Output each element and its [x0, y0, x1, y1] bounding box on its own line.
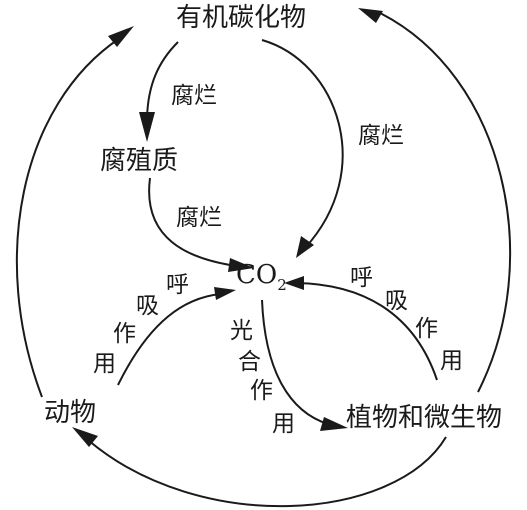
arrowhead-co2-from-plants	[284, 276, 304, 290]
arrow-co2-to-plants	[261, 299, 329, 425]
node-animals: 动物	[44, 398, 96, 428]
arrow-plants-to-co2	[295, 282, 438, 381]
svg-text:作: 作	[113, 321, 136, 347]
node-plants-microbes: 植物和微生物	[346, 403, 502, 433]
svg-text:合: 合	[238, 349, 261, 375]
arrowhead-co2-from-animals	[214, 287, 236, 300]
label-respiration-animals: 呼 吸 作 用	[93, 272, 189, 377]
arrowhead-co2-from-humus	[228, 258, 254, 272]
label-decay-humus-co2: 腐烂	[176, 205, 222, 231]
arrow-animals-to-co2	[117, 293, 221, 386]
label-photosynthesis: 光 合 作 用	[230, 318, 295, 437]
label-decay-organic-co2: 腐烂	[358, 123, 404, 149]
co2-subscript: 2	[277, 276, 287, 294]
arrow-plants-to-animals	[87, 436, 447, 507]
svg-text:作: 作	[415, 316, 438, 342]
arrow-humus-to-co2	[148, 177, 231, 266]
svg-text:用: 用	[272, 411, 295, 437]
arrowhead-organic-left	[108, 26, 134, 47]
co2-main: CO	[236, 260, 277, 290]
arrow-plants-to-organic	[377, 11, 512, 393]
label-decay-organic-humus: 腐烂	[171, 83, 217, 109]
arrowhead-plants-from-co2	[320, 417, 348, 431]
arrowhead-humus	[139, 112, 155, 142]
svg-text:用: 用	[440, 348, 463, 374]
arrow-organic-to-co2	[261, 39, 344, 249]
node-humus: 腐殖质	[100, 146, 178, 176]
svg-text:吸: 吸	[136, 293, 159, 319]
svg-text:吸: 吸	[385, 288, 408, 314]
node-organic-carbon: 有机碳化物	[176, 3, 306, 33]
svg-text:呼: 呼	[166, 272, 189, 298]
node-co2: CO2	[236, 260, 287, 294]
arrowhead-organic-right	[358, 8, 383, 23]
label-respiration-plants: 呼 吸 作 用	[350, 265, 463, 374]
svg-text:用: 用	[93, 351, 116, 377]
svg-text:光: 光	[230, 318, 253, 344]
svg-text:呼: 呼	[350, 265, 373, 291]
svg-text:作: 作	[250, 378, 273, 404]
arrow-animals-to-organic	[15, 37, 121, 398]
arrowhead-animals-bottom	[72, 427, 98, 447]
arrowhead-co2-from-organic	[296, 236, 314, 258]
arrow-organic-to-humus	[146, 41, 179, 119]
